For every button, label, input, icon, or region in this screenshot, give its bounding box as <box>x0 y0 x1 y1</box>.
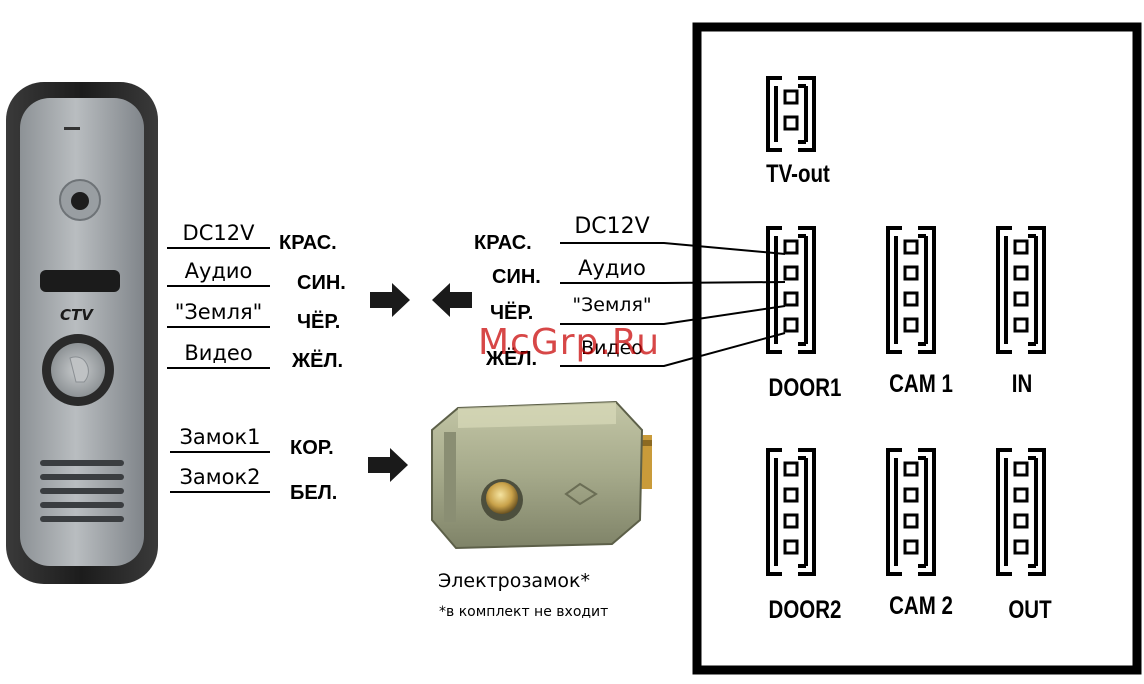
arrow-right-icon <box>370 283 410 317</box>
panel-lock-wire-1-label: Замок1 <box>170 425 270 453</box>
door1-label: DOOR1 <box>760 374 850 403</box>
monitor-wire-red-color: КРАС. <box>474 232 532 255</box>
panel-wire-video-label: Видео <box>167 341 270 369</box>
brand-logo: CTV <box>60 306 93 324</box>
watermark: McGrp.Ru <box>478 322 660 363</box>
door2-label: DOOR2 <box>760 596 850 625</box>
panel-wire-yellow-color: ЖЁЛ. <box>292 350 343 373</box>
arrow-left-icon <box>432 283 472 317</box>
tv-out-connector <box>768 78 814 150</box>
panel-wire-ground-label: "Земля" <box>167 300 270 328</box>
in-label: IN <box>989 370 1055 399</box>
panel-wire-blue-color: СИН. <box>297 272 346 295</box>
out-connector <box>998 450 1044 574</box>
cam2-connector <box>888 450 934 574</box>
lock-note: *в комплект не входит <box>439 604 608 620</box>
panel-wire-audio-label: Аудио <box>167 259 270 287</box>
in-connector <box>998 228 1044 352</box>
panel-lock-wire-brown-color: КОР. <box>290 437 334 460</box>
panel-wire-black-color: ЧЁР. <box>297 311 340 334</box>
arrow-right-icon <box>368 448 408 482</box>
connector-group <box>768 78 1044 574</box>
out-label: OUT <box>997 596 1063 625</box>
monitor-wire-audio-label: Аудио <box>560 256 664 280</box>
panel-lock-wire-2-label: Замок2 <box>170 465 270 493</box>
electric-lock-image <box>432 402 652 548</box>
lock-title: Электрозамок* <box>438 570 590 592</box>
monitor-wire-dc12v-label: DC12V <box>560 214 664 239</box>
cam2-label: CAM 2 <box>876 592 966 621</box>
tv-out-label: TV-out <box>757 160 839 189</box>
monitor-wire-blue-color: СИН. <box>492 266 541 289</box>
cam1-label: CAM 1 <box>876 370 966 399</box>
panel-lock-wire-white-color: БЕЛ. <box>290 482 337 505</box>
cam1-connector <box>888 228 934 352</box>
door-panel-device <box>6 82 158 584</box>
panel-wire-red-color: КРАС. <box>279 232 337 255</box>
monitor-wire-ground-label: "Земля" <box>558 294 666 316</box>
door1-connector <box>768 228 814 352</box>
panel-wire-dc12v-label: DC12V <box>167 221 270 249</box>
door2-connector <box>768 450 814 574</box>
monitor-frame <box>697 27 1137 670</box>
